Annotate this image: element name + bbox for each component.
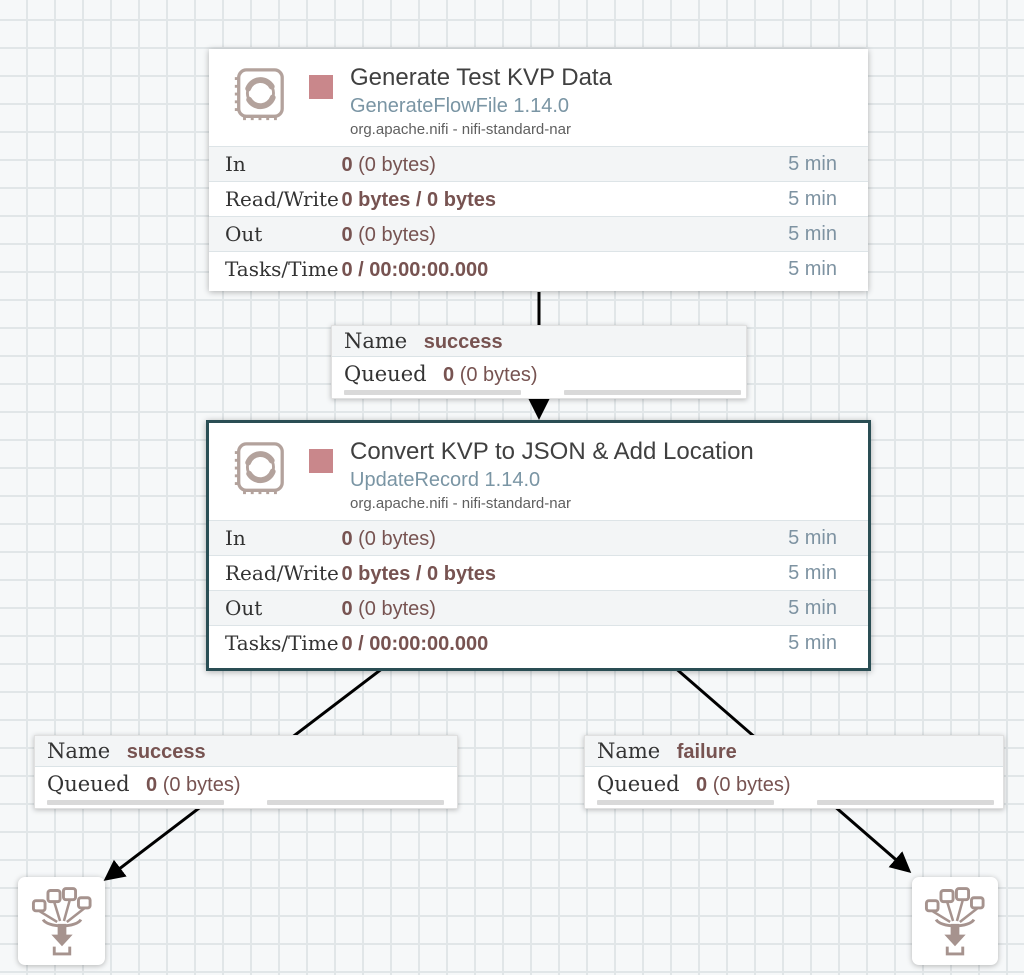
- stat-row-in: In 0 (0 bytes) 5 min: [209, 520, 868, 555]
- funnel-icon: [31, 887, 92, 956]
- stat-label: Tasks/Time: [225, 257, 339, 281]
- stat-value: 0 bytes / 0 bytes: [341, 563, 496, 585]
- connection-queued-value: 0 (0 bytes): [146, 774, 241, 796]
- stat-row-in: In 0 (0 bytes) 5 min: [209, 146, 868, 181]
- funnel-left[interactable]: [18, 877, 105, 965]
- stat-period: 5 min: [788, 223, 837, 245]
- queue-fill-bar: [597, 800, 774, 805]
- stat-label: Read/Write: [225, 561, 339, 585]
- stat-row-tasks-time: Tasks/Time 0 / 00:00:00.000 5 min: [209, 251, 868, 286]
- connection-name-key: Name: [47, 739, 111, 763]
- connection-queued-key: Queued: [344, 362, 427, 386]
- stat-period: 5 min: [788, 562, 837, 584]
- connection-name-key: Name: [344, 329, 408, 353]
- processor-bundle: org.apache.nifi - nifi-standard-nar: [350, 121, 571, 138]
- queue-fill-bar: [564, 390, 741, 395]
- connection-queued-key: Queued: [47, 772, 130, 796]
- stat-row-read-write: Read/Write 0 bytes / 0 bytes 5 min: [209, 181, 868, 216]
- status-stopped-icon: [309, 75, 333, 99]
- queue-fill-bar: [267, 800, 444, 805]
- stat-label: In: [225, 526, 246, 550]
- stat-period: 5 min: [788, 188, 837, 210]
- stat-period: 5 min: [788, 597, 837, 619]
- stat-value: 0 (0 bytes): [341, 154, 436, 176]
- connection-label-failure-right[interactable]: Name failure Queued 0 (0 bytes): [584, 735, 1004, 809]
- processor-icon: [234, 68, 284, 121]
- funnel-right[interactable]: [912, 877, 998, 965]
- queue-fill-bar: [47, 800, 224, 805]
- connection-name-value: success: [126, 741, 206, 763]
- stat-value: 0 / 00:00:00.000: [341, 259, 489, 281]
- processor-name: Convert KVP to JSON & Add Location: [350, 438, 754, 465]
- connection-name-value: failure: [676, 741, 737, 763]
- stat-row-tasks-time: Tasks/Time 0 / 00:00:00.000 5 min: [209, 625, 868, 660]
- stat-period: 5 min: [788, 153, 837, 175]
- stat-label: Tasks/Time: [225, 631, 339, 655]
- stat-row-out: Out 0 (0 bytes) 5 min: [209, 216, 868, 251]
- processor-generate-test-kvp-data[interactable]: Generate Test KVP Data GenerateFlowFile …: [209, 49, 868, 291]
- stat-value: 0 bytes / 0 bytes: [341, 189, 496, 211]
- stat-value: 0 (0 bytes): [341, 528, 436, 550]
- connection-queued-key: Queued: [597, 772, 680, 796]
- processor-convert-kvp-to-json[interactable]: Convert KVP to JSON & Add Location Updat…: [206, 420, 871, 671]
- stat-period: 5 min: [788, 632, 837, 654]
- connection-queued-value: 0 (0 bytes): [696, 774, 791, 796]
- processor-header: Generate Test KVP Data GenerateFlowFile …: [209, 49, 868, 146]
- processor-icon: [234, 442, 284, 495]
- stat-value: 0 (0 bytes): [341, 224, 436, 246]
- processor-header: Convert KVP to JSON & Add Location Updat…: [209, 423, 868, 520]
- funnel-icon: [924, 887, 985, 956]
- stat-row-read-write: Read/Write 0 bytes / 0 bytes 5 min: [209, 555, 868, 590]
- stat-label: Out: [225, 596, 263, 620]
- queue-fill-bar: [817, 800, 994, 805]
- processor-type: GenerateFlowFile 1.14.0: [350, 95, 570, 117]
- stat-period: 5 min: [788, 527, 837, 549]
- stat-value: 0 (0 bytes): [341, 598, 436, 620]
- connection-name-value: success: [423, 331, 503, 353]
- stat-period: 5 min: [788, 258, 837, 280]
- connection-name-key: Name: [597, 739, 661, 763]
- connection-queued-value: 0 (0 bytes): [443, 364, 538, 386]
- stat-value: 0 / 00:00:00.000: [341, 633, 489, 655]
- status-stopped-icon: [309, 449, 333, 473]
- processor-name: Generate Test KVP Data: [350, 64, 612, 91]
- connection-label-success-left[interactable]: Name success Queued 0 (0 bytes): [34, 735, 458, 809]
- stat-label: Out: [225, 222, 263, 246]
- stat-label: Read/Write: [225, 187, 339, 211]
- queue-fill-bar: [344, 390, 521, 395]
- stat-row-out: Out 0 (0 bytes) 5 min: [209, 590, 868, 625]
- processor-bundle: org.apache.nifi - nifi-standard-nar: [350, 495, 571, 512]
- connection-label-success-mid[interactable]: Name success Queued 0 (0 bytes): [331, 325, 747, 399]
- processor-type: UpdateRecord 1.14.0: [350, 469, 541, 491]
- stat-label: In: [225, 152, 246, 176]
